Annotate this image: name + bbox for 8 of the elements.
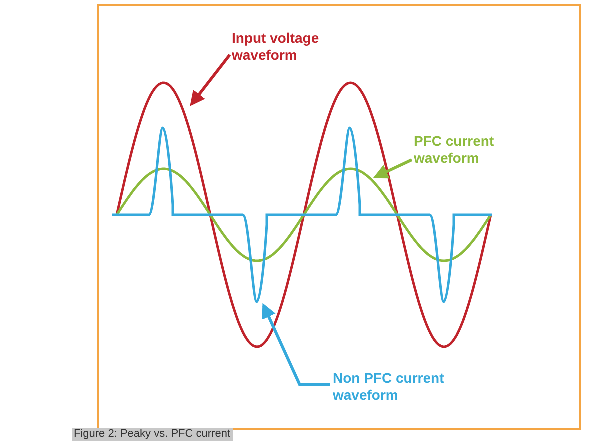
leader-line [190,54,232,106]
callout-label: PFC current waveform [414,133,514,167]
leader-line [373,158,413,179]
callout-label: Input voltage waveform [232,30,342,64]
leader-line [262,303,330,386]
sine-wave-curve [116,82,492,348]
callout-label: Non PFC current waveform [333,370,463,404]
figure-caption: Figure 2: Peaky vs. PFC current [72,428,232,441]
